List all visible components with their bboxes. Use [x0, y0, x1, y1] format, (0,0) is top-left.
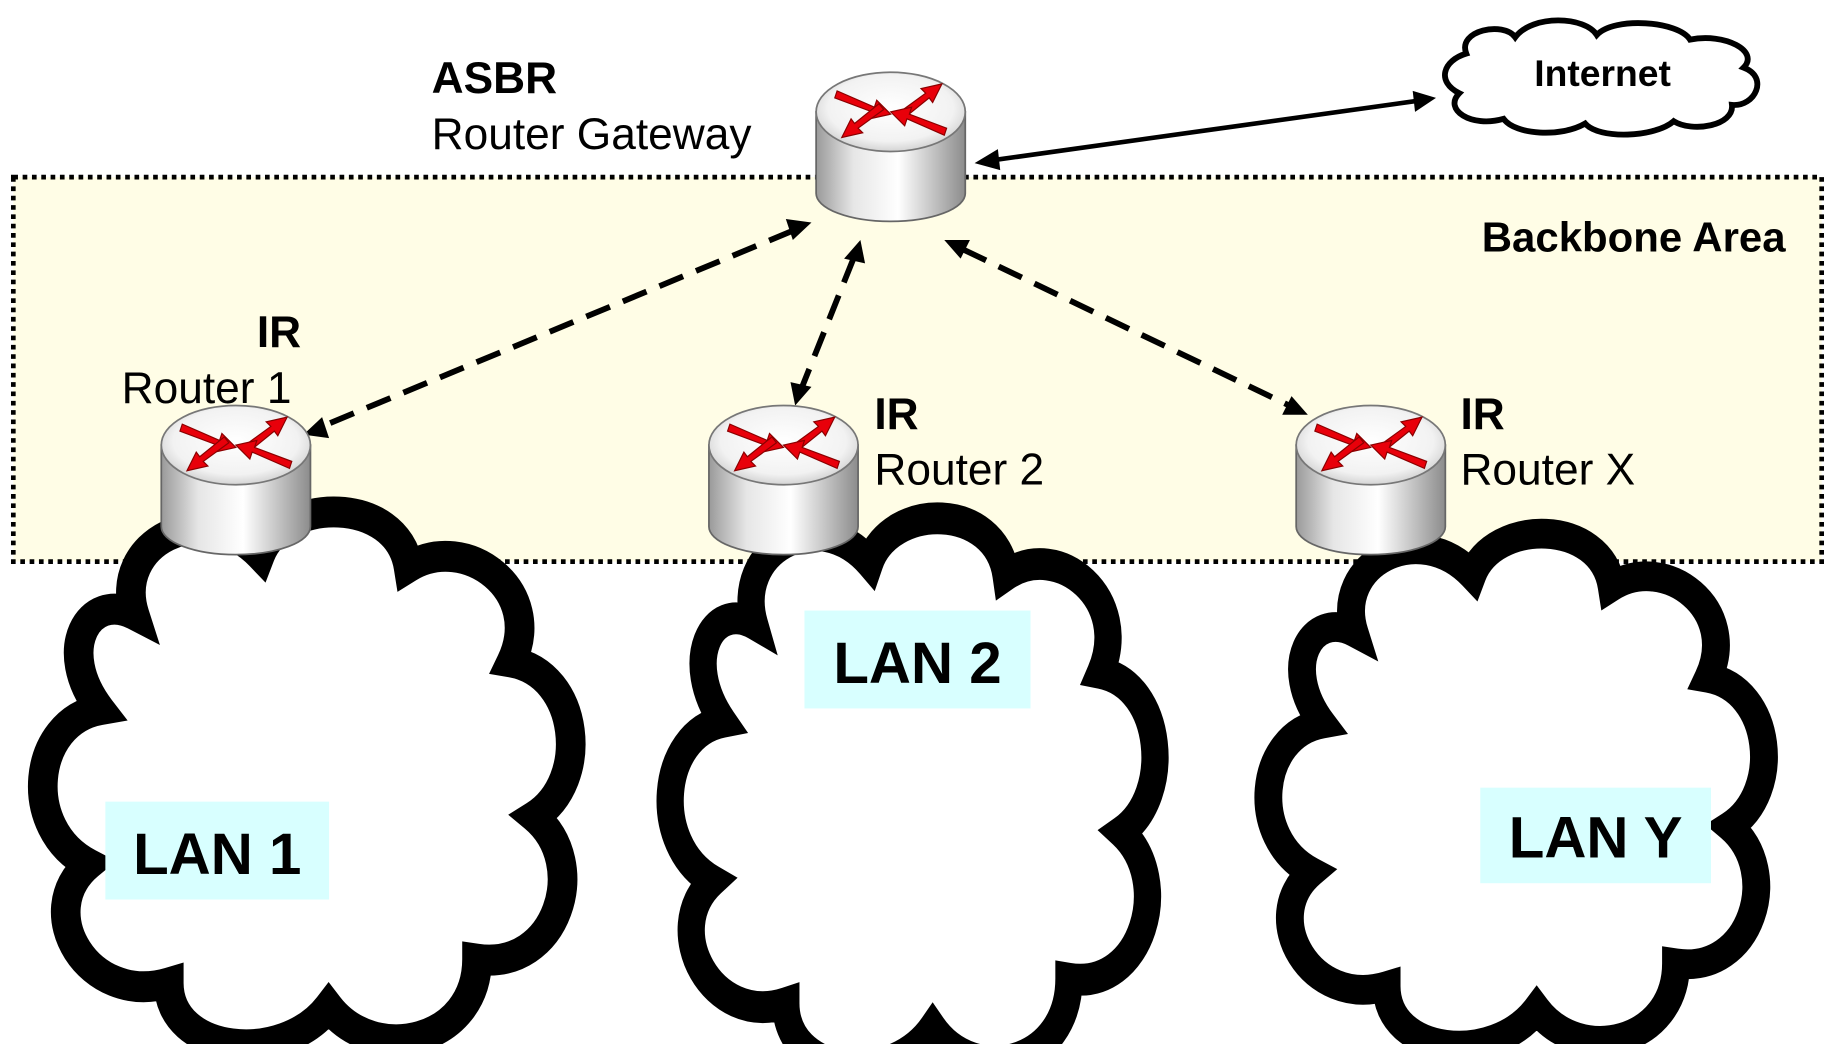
lan-1-cloud: LAN 1 [43, 512, 571, 1044]
router-icon [708, 404, 859, 556]
router-1-role: IR [257, 308, 301, 357]
router-x-role: IR [1460, 390, 1504, 439]
lan-y-label: LAN Y [1509, 806, 1683, 871]
link-gateway-router2 [790, 240, 866, 406]
internet-link [974, 90, 1436, 171]
lan-2-label-bg [804, 610, 1031, 709]
router-x: IR Router X [1295, 390, 1635, 556]
router-icon [1295, 404, 1447, 556]
router-2-role: IR [874, 390, 918, 439]
router-2: IR Router 2 [708, 390, 1044, 556]
router-x-name: Router X [1460, 446, 1635, 495]
backbone-area [10, 174, 1825, 564]
link-gateway-router1 [303, 219, 812, 439]
internet-cloud: Internet [1442, 17, 1761, 138]
lan-1-label-bg [105, 801, 330, 900]
gateway-name: Router Gateway [432, 110, 753, 159]
lan-y-label-bg [1480, 787, 1711, 884]
internet-label: Internet [1534, 52, 1671, 94]
router-icon [160, 404, 312, 556]
lan-1-label: LAN 1 [133, 822, 301, 887]
router-1: IR Router 1 [122, 308, 312, 556]
lan-2-cloud: LAN 2 [670, 518, 1155, 1044]
gateway-router: ASBR Router Gateway [432, 54, 967, 223]
backbone-area-label: Backbone Area [1482, 214, 1786, 261]
lan-2-label: LAN 2 [833, 631, 1001, 696]
gateway-role: ASBR [432, 54, 557, 103]
lan-y-cloud: LAN Y [1268, 534, 1764, 1044]
router-1-name: Router 1 [122, 364, 292, 413]
link-gateway-routerx [944, 240, 1308, 415]
router-2-name: Router 2 [874, 446, 1044, 495]
router-icon [815, 71, 967, 223]
